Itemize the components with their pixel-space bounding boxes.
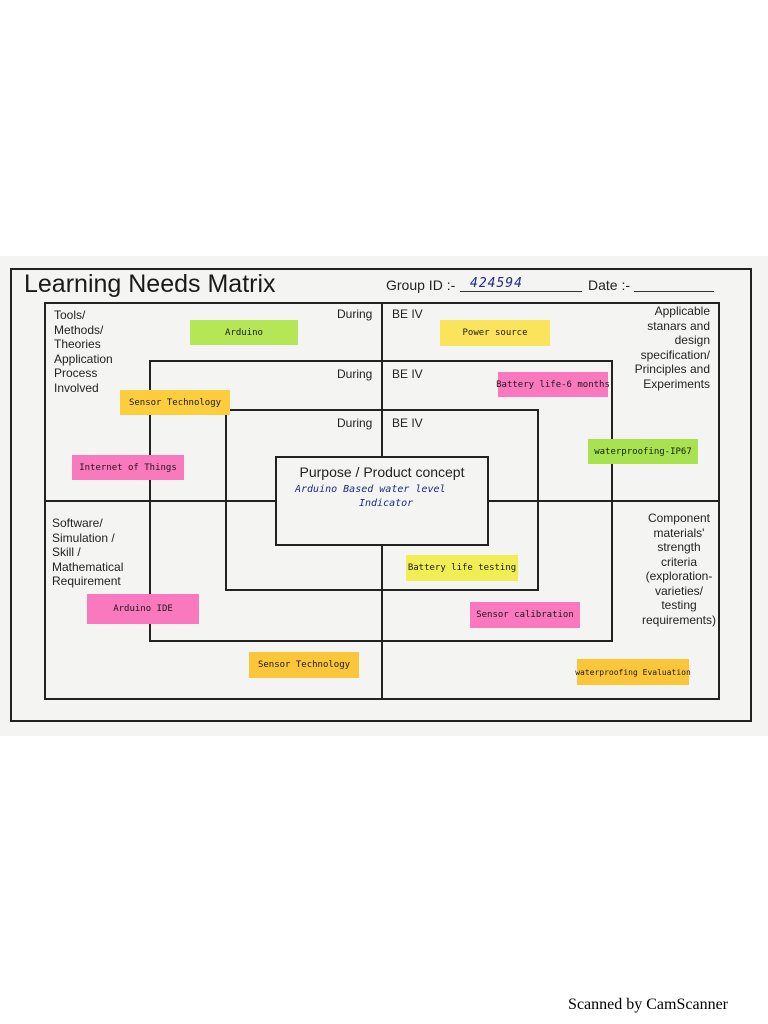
sticky-note-sensor-technology-1: Sensor Technology bbox=[120, 390, 230, 415]
phase-be-3: BE IV bbox=[392, 416, 423, 430]
group-id-label: Group ID :- bbox=[386, 277, 456, 293]
sticky-note-sensor-calibration: Sensor calibration bbox=[470, 602, 580, 628]
sticky-note-arduino-ide: Arduino IDE bbox=[87, 594, 199, 624]
date-underline bbox=[634, 291, 714, 292]
concept-line-2: Indicator bbox=[359, 498, 414, 509]
group-id-value: 424594 bbox=[470, 276, 523, 291]
matrix-frame bbox=[10, 268, 752, 722]
product-concept-box: Purpose / Product concept Arduino Based … bbox=[275, 456, 489, 546]
sticky-note-arduino: Arduino bbox=[190, 320, 298, 345]
quadrant-software-label: Software/ Simulation / Skill / Mathemati… bbox=[52, 516, 124, 588]
concept-line-1: Arduino Based water level bbox=[295, 484, 446, 495]
quadrant-components-label: Component materials' strength criteria (… bbox=[641, 511, 717, 627]
sticky-note-battery-life: Battery life-6 months bbox=[496, 372, 610, 397]
page-title: Learning Needs Matrix bbox=[24, 270, 276, 298]
phase-be-1: BE IV bbox=[392, 307, 423, 321]
date-label: Date :- bbox=[588, 277, 631, 293]
sticky-note-sensor-technology-2: Sensor Technology bbox=[249, 652, 359, 678]
phase-during-2: During bbox=[337, 367, 373, 381]
sticky-note-battery-testing: Battery life testing bbox=[406, 555, 518, 581]
sticky-note-power-source: Power source bbox=[440, 320, 550, 346]
phase-during-3: During bbox=[337, 416, 373, 430]
quadrant-standards-label: Applicable stanars and design specificat… bbox=[634, 304, 710, 391]
phase-be-2: BE IV bbox=[392, 367, 423, 381]
sticky-note-iot: Internet of Things bbox=[72, 455, 184, 480]
scanner-watermark: Scanned by CamScanner bbox=[568, 996, 728, 1013]
concept-title: Purpose / Product concept bbox=[299, 464, 465, 480]
sticky-note-waterproofing: waterproofing-IP67 bbox=[588, 439, 698, 464]
quadrant-tools-label: Tools/ Methods/ Theories Application Pro… bbox=[54, 308, 113, 395]
matrix-sheet: Learning Needs Matrix Group ID :- 424594… bbox=[0, 256, 768, 736]
group-id-underline bbox=[460, 291, 582, 292]
phase-during-1: During bbox=[337, 307, 373, 321]
sticky-note-waterproofing-evaluation: waterproofing Evaluation bbox=[575, 659, 691, 685]
